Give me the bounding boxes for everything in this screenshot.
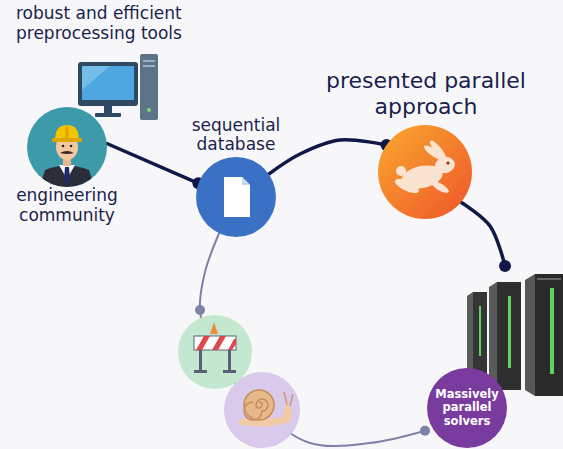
snail-antenna — [284, 392, 287, 405]
rack-light — [550, 288, 554, 374]
rabbit-tail — [396, 166, 406, 176]
snail-circle — [224, 372, 300, 448]
monitor-base — [95, 113, 121, 117]
shell-spiral — [244, 399, 268, 420]
database-circle — [196, 157, 276, 237]
rabbit-ear — [428, 139, 449, 162]
node-shape — [378, 125, 472, 219]
rabbit-eye — [446, 161, 449, 164]
rack-side — [489, 282, 497, 390]
engineer-figure — [39, 125, 95, 189]
node-shape — [27, 107, 107, 187]
approach-node: presented parallel approach — [378, 125, 472, 219]
barrier-board — [194, 336, 236, 350]
rabbit-leg — [393, 176, 421, 196]
engineer-tie — [64, 167, 70, 184]
connector — [107, 144, 199, 184]
node-heading: engineering community — [2, 186, 132, 225]
barrier-stripe — [212, 336, 226, 350]
connector-dot — [499, 260, 511, 272]
preprocessing-label: robust and efficient preprocessing tools — [16, 4, 221, 43]
rack-light — [479, 306, 481, 356]
barrier-leg — [199, 350, 202, 370]
snail-antenna — [290, 394, 293, 406]
tower-slot — [143, 60, 155, 62]
barrier-icon — [178, 315, 252, 389]
engineer-eye — [62, 145, 65, 148]
approach-circle — [378, 125, 472, 219]
database-node: sequential database — [196, 157, 276, 237]
monitor-stand — [104, 106, 112, 114]
barrier-stripe — [228, 339, 236, 350]
rack-side — [467, 292, 473, 378]
barrier-leg — [228, 350, 231, 370]
connector-dot — [420, 426, 430, 436]
snail-shell — [244, 390, 274, 420]
computer-tower — [140, 54, 158, 120]
barrier-circle — [178, 315, 252, 389]
tower-slot — [143, 65, 155, 67]
rack-side — [525, 274, 535, 396]
barrier-foot — [194, 370, 207, 373]
node-heading: presented parallel approach — [300, 68, 552, 119]
solver-circle — [427, 368, 507, 448]
rabbit-leg — [430, 179, 451, 195]
engineer-mustache — [60, 151, 74, 154]
rack-light — [508, 296, 511, 368]
monitor-frame — [78, 62, 138, 106]
barrier-foot — [223, 370, 236, 373]
rack — [497, 282, 521, 390]
path-dot — [195, 305, 205, 315]
node-label: Massively parallel solvers — [429, 378, 505, 438]
hard-hat-ridge — [66, 126, 69, 139]
node-shape — [196, 157, 276, 237]
connector — [269, 140, 387, 174]
barrier-stripe — [196, 336, 210, 350]
monitor-screen — [82, 66, 134, 100]
tower-led — [147, 108, 151, 112]
connector — [461, 202, 505, 266]
rack — [535, 274, 563, 396]
hard-hat — [55, 125, 79, 140]
engineer-eye — [70, 145, 73, 148]
computer-icon — [78, 54, 158, 120]
rack-trim — [537, 278, 561, 280]
screen-glare — [82, 66, 110, 90]
engineer-circle — [27, 107, 107, 187]
document-icon — [224, 177, 250, 217]
node-heading: sequential database — [171, 116, 301, 155]
document-fold — [242, 177, 250, 185]
rack — [473, 292, 487, 378]
solver-node: Massively parallel solvers — [425, 266, 563, 449]
engineer-node: engineering community — [27, 107, 107, 187]
rabbit-icon — [393, 139, 456, 196]
snail-icon — [224, 372, 300, 448]
cone — [210, 322, 218, 334]
